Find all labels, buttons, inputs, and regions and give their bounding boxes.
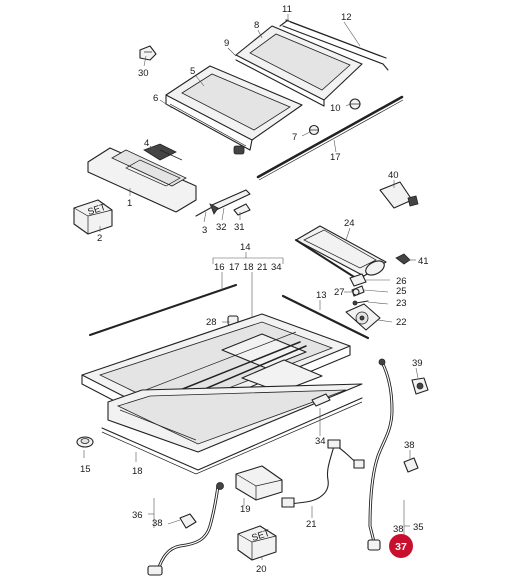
- callout-40: 40: [388, 170, 399, 181]
- callout-17: 17: [330, 152, 341, 163]
- part-1-trim-plate[interactable]: [87, 147, 197, 213]
- part-30-clip[interactable]: [139, 45, 157, 61]
- part-35-drain-hose[interactable]: [368, 358, 394, 544]
- part-16-seal[interactable]: [89, 284, 237, 336]
- callout-34: 34: [315, 436, 326, 447]
- callout-23: 23: [396, 298, 407, 309]
- callout-37[interactable]: 37: [395, 541, 407, 553]
- leader-lines: [83, 14, 419, 560]
- part-10-clip[interactable]: [349, 98, 361, 110]
- part-8-glass-panel[interactable]: [235, 25, 363, 107]
- callout-5: 5: [190, 66, 195, 77]
- callout-18: 18: [132, 466, 143, 477]
- part-26-bracket[interactable]: [349, 273, 367, 287]
- part-20-set-package[interactable]: SET: [237, 525, 277, 561]
- part-22-motor[interactable]: [345, 303, 381, 331]
- callout-41: 41: [418, 256, 429, 267]
- part-31-clip[interactable]: [233, 203, 251, 216]
- callout-14: 14: [240, 242, 251, 253]
- callout-labels: 11 12 8 9 5 30 6 10 7 4 17 40 1 2 3 32 3…: [80, 4, 429, 575]
- part-38-clip-left[interactable]: [179, 513, 197, 529]
- callout-17b: 17: [229, 262, 240, 273]
- callout-3: 3: [202, 225, 207, 236]
- part-13-strip[interactable]: [281, 294, 370, 340]
- part-36-drain-hose[interactable]: [147, 482, 224, 576]
- callout-19: 19: [240, 504, 251, 515]
- callout-38c: 38: [152, 518, 163, 529]
- callout-38b: 38: [393, 524, 404, 535]
- callout-28: 28: [206, 317, 217, 328]
- part-23-screw[interactable]: [352, 300, 369, 306]
- callout-22: 22: [396, 317, 407, 328]
- callout-16: 16: [214, 262, 225, 273]
- callout-38: 38: [404, 440, 415, 451]
- callout-8: 8: [254, 20, 259, 31]
- callout-2: 2: [97, 233, 102, 244]
- callout-15: 15: [80, 464, 91, 475]
- callout-12: 12: [341, 12, 352, 23]
- callout-34b: 34: [271, 262, 282, 273]
- callout-7: 7: [292, 132, 297, 143]
- part-17-seal-strip[interactable]: [256, 95, 404, 181]
- part-39-valve[interactable]: [411, 377, 429, 395]
- pkg20-label: SET: [250, 528, 271, 544]
- part-3-lever[interactable]: [195, 203, 219, 217]
- callout-30: 30: [138, 68, 149, 79]
- part-34-bracket[interactable]: [311, 393, 331, 407]
- part-19-control-unit[interactable]: [235, 465, 283, 501]
- part-5-sliding-panel[interactable]: [165, 65, 303, 155]
- part-38-clip-right[interactable]: [403, 457, 419, 473]
- callout-36: 36: [132, 510, 143, 521]
- part-24-sunblind[interactable]: [295, 225, 387, 283]
- part-15-grommet[interactable]: [76, 436, 94, 448]
- callout-20: 20: [256, 564, 267, 575]
- callout-13: 13: [316, 290, 327, 301]
- callout-9: 9: [224, 38, 229, 49]
- part-12-deflector-rail[interactable]: [279, 19, 389, 71]
- callout-18b: 18: [243, 262, 254, 273]
- pkg2-label: SET: [86, 202, 107, 218]
- part-21-wiring-harness[interactable]: [281, 439, 365, 508]
- callout-25: 25: [396, 286, 407, 297]
- callout-32: 32: [216, 222, 227, 233]
- part-41-clip[interactable]: [395, 253, 411, 265]
- callout-35: 35: [413, 522, 424, 533]
- callout-26: 26: [396, 276, 407, 287]
- part-2-set-package[interactable]: SET: [73, 199, 113, 235]
- callout-21b: 21: [257, 262, 268, 273]
- callout-37-highlight[interactable]: 37: [389, 534, 413, 558]
- callout-1: 1: [127, 198, 132, 209]
- part-7-screw[interactable]: [308, 124, 320, 136]
- callout-21: 21: [306, 519, 317, 530]
- callout-24: 24: [344, 218, 355, 229]
- callout-4: 4: [144, 138, 149, 149]
- callout-31: 31: [234, 222, 245, 233]
- callout-39: 39: [412, 358, 423, 369]
- part-18-lower-frame[interactable]: [101, 383, 363, 475]
- part-40-grease-tube[interactable]: [379, 181, 419, 209]
- part-4-bracket[interactable]: [143, 143, 183, 161]
- callout-10: 10: [330, 103, 341, 114]
- callout-6: 6: [153, 93, 158, 104]
- part-37-drain-valve[interactable]: [367, 539, 381, 551]
- callout-11: 11: [282, 4, 292, 15]
- callout-27: 27: [334, 287, 345, 298]
